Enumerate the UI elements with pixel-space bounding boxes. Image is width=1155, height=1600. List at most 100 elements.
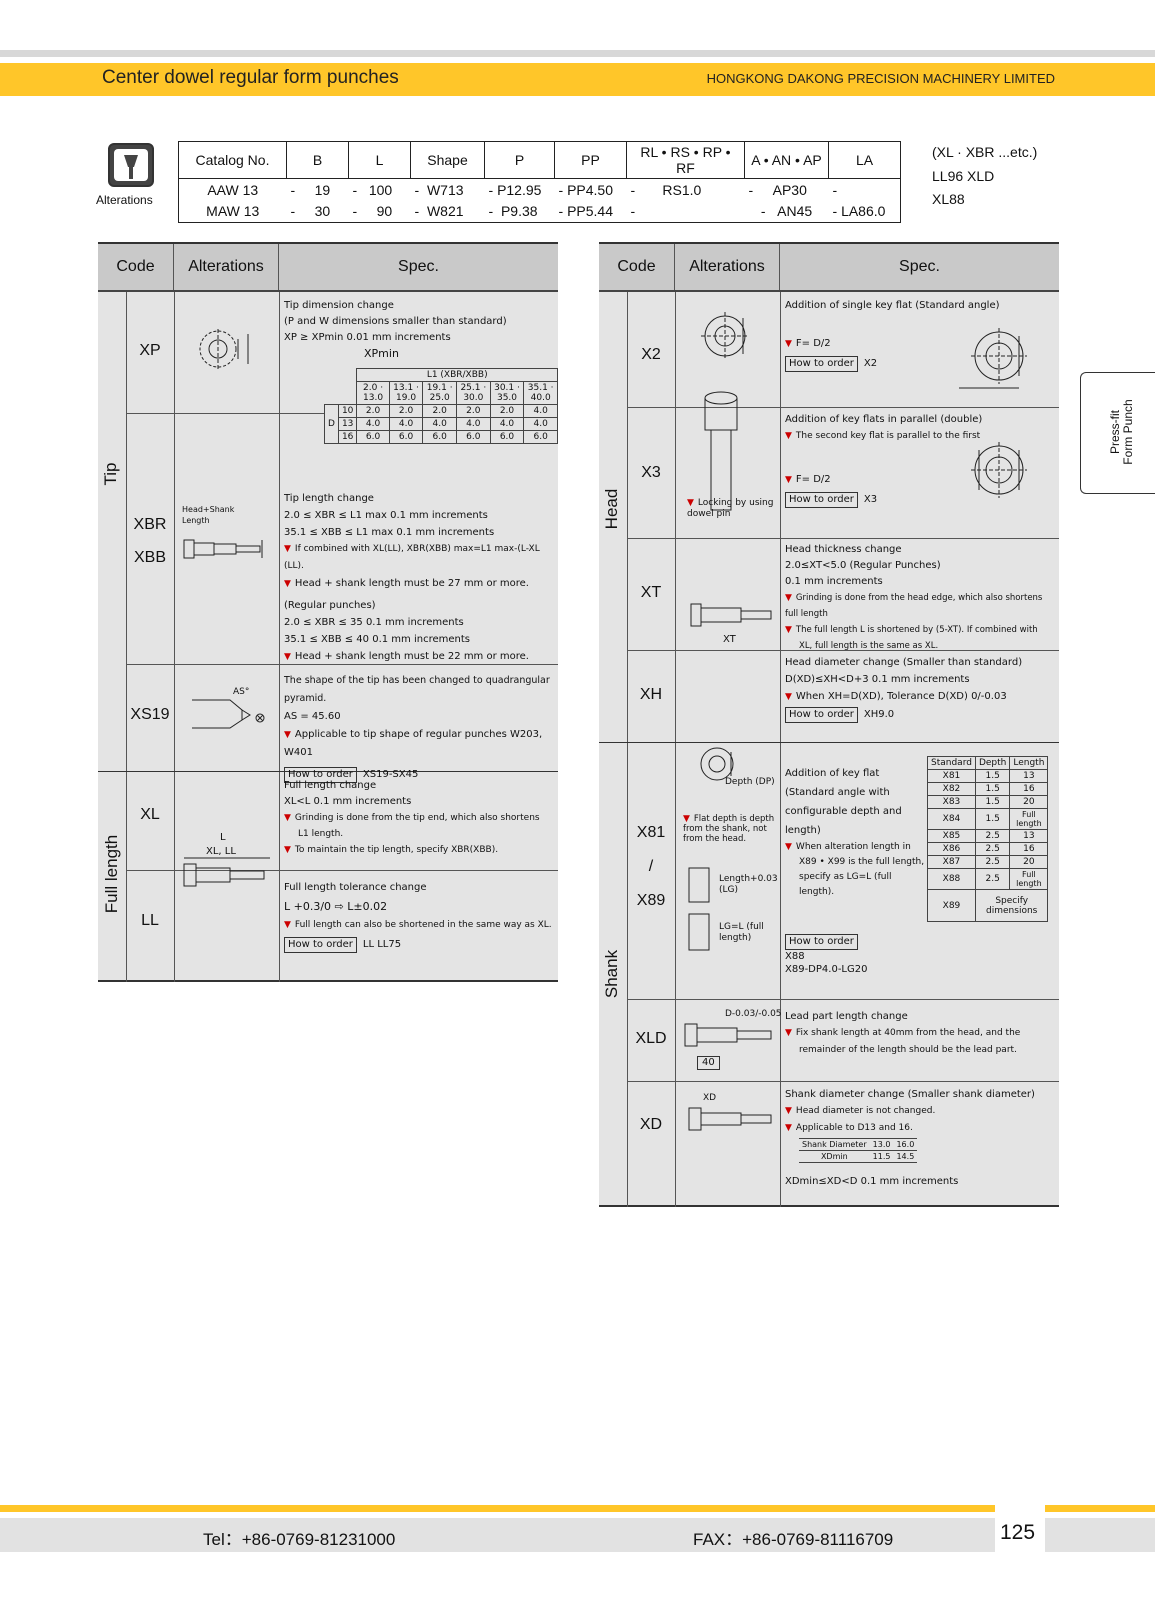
catalog-header: Shape xyxy=(410,141,485,179)
spec-line: 35.1 ≤ XBB ≤ 40 0.1 mm increments xyxy=(284,634,470,645)
catalog-header: RL • RS • RP • RF xyxy=(626,141,745,179)
catalog-cell: P12.95 xyxy=(497,181,542,198)
catalog-header: A • AN • AP xyxy=(744,141,829,179)
x2-drawing xyxy=(701,312,749,360)
left-spec-table: Code Alterations Spec. Tip Full length X… xyxy=(98,242,558,982)
footer-rule xyxy=(1045,1505,1155,1512)
catalog-cell: P9.38 xyxy=(500,203,538,220)
xd-range: XDmin≤XD<D 0.1 mm increments xyxy=(785,1176,959,1187)
xp-cell: 2.0 xyxy=(456,404,491,418)
xp-table-col: 30.1 · 35.0 xyxy=(489,381,525,405)
x81-cell: Full length xyxy=(1009,868,1049,890)
footer-fax: FAX：+86-0769-81116709 xyxy=(693,1530,894,1549)
xd-cell: 13.0 xyxy=(869,1138,894,1151)
xp-cell: 4.0 xyxy=(489,417,525,431)
order-example: X88 xyxy=(785,951,805,962)
catalog-header: LA xyxy=(828,141,901,179)
order-example: X2 xyxy=(863,358,878,369)
divider xyxy=(98,771,558,772)
xbr-drawing xyxy=(183,539,263,559)
x81-cell: Specify dimensions xyxy=(974,889,1049,922)
xp-cell: 4.0 xyxy=(456,417,491,431)
spec-line: remainder of the length should be the le… xyxy=(799,1045,1017,1055)
spec-line: The shape of the tip has been changed to… xyxy=(284,675,550,704)
x2-spec: Addition of single key flat (Standard an… xyxy=(785,298,1057,372)
catalog-cell: PP4.50 xyxy=(567,181,613,198)
xp-cell: 2.0 xyxy=(489,404,525,418)
x81-cell: X84 xyxy=(927,808,976,830)
xp-table-col: 19.1 · 25.0 xyxy=(422,381,458,405)
code-xp: XP xyxy=(139,342,161,359)
spec-warning: To maintain the tip length, specify XBR(… xyxy=(284,842,556,858)
x89-lg-label: LG=L (full length) xyxy=(719,922,764,943)
x81-th: Standard xyxy=(927,756,976,770)
catalog-row: MAW 13 - 30 - 90 - W821 - P9.38 - PP5.44… xyxy=(178,200,901,223)
left-header-code: Code xyxy=(98,244,174,290)
spec-line: XPmin xyxy=(364,347,399,360)
xp-cell: 10 xyxy=(337,404,358,418)
xl-spec: Full length change XL<L 0.1 mm increment… xyxy=(284,778,556,858)
spec-line: Full length tolerance change xyxy=(284,882,427,893)
catalog-dash: - xyxy=(488,203,494,220)
spec-line: specify as LG=L (full length). xyxy=(799,872,892,897)
catalog-row: AAW 13 - 19 - 100 - W713 - P12.95 - PP4.… xyxy=(179,179,901,201)
spec-warning: When alteration length in xyxy=(785,840,925,855)
x81-cell: Full length xyxy=(1009,808,1049,830)
xp-cell: 16 xyxy=(337,430,358,444)
xp-spec: Tip dimension change (P and W dimensions… xyxy=(284,298,556,362)
spec-warning: Applicable to tip shape of regular punch… xyxy=(284,726,556,762)
how-to-order-label: How to order xyxy=(785,707,858,723)
how-to-order-label: How to order xyxy=(284,767,357,783)
x81-drawing xyxy=(700,747,734,781)
divider xyxy=(627,999,1059,1000)
x81-spec: Addition of key flat (Standard angle wit… xyxy=(785,764,925,976)
xt-spec: Head thickness change 2.0≤XT<5.0 (Regula… xyxy=(785,542,1057,654)
alterations-icon-label: Alterations xyxy=(96,193,153,207)
xp-table-d: D xyxy=(324,404,339,444)
divider xyxy=(780,292,781,1207)
divider xyxy=(627,1081,1059,1082)
xp-cell: 6.0 xyxy=(422,430,458,444)
catalog-header: P xyxy=(484,141,555,179)
divider xyxy=(599,742,1059,743)
xbr-drawing-label: Head+Shank Length xyxy=(182,505,235,525)
xl-drawing-xl: XL, LL xyxy=(206,846,236,857)
spec-warning: Head + shank length must be 27 mm or mor… xyxy=(284,575,556,593)
xs19-drawing xyxy=(192,699,265,729)
xt-drawing-label: XT xyxy=(723,634,736,645)
catalog-dash: - xyxy=(558,181,564,198)
catalog-header: L xyxy=(348,141,411,179)
how-to-order-label: How to order xyxy=(284,937,357,953)
x81-cell: X85 xyxy=(927,829,976,843)
xp-cell: 2.0 xyxy=(388,404,424,418)
xp-cell: 4.0 xyxy=(422,417,458,431)
x81-cell: X82 xyxy=(927,782,976,796)
spec-line: Head diameter change (Smaller than stand… xyxy=(785,657,1023,668)
spec-warning: Applicable to D13 and 16. xyxy=(785,1120,1057,1137)
catalog-dash: - xyxy=(352,203,358,220)
spec-line: D(XD)≤XH<D+3 0.1 mm increments xyxy=(785,674,970,685)
catalog-dash: - xyxy=(630,203,636,220)
x89-drawing xyxy=(688,867,710,951)
catalog-cell: LA86.0 xyxy=(841,203,886,220)
x81-cell: 13 xyxy=(1009,769,1049,783)
catalog-dash: - xyxy=(558,203,564,220)
xh-spec: Head diameter change (Smaller than stand… xyxy=(785,654,1057,723)
xp-table-col: 13.1 · 19.0 xyxy=(388,381,424,405)
how-to-order-label: How to order xyxy=(785,934,858,950)
spec-line: Lead part length change xyxy=(785,1011,908,1022)
how-to-order-label: How to order xyxy=(785,492,858,508)
x81-cell: 20 xyxy=(1009,795,1049,809)
x81-cell: 16 xyxy=(1009,782,1049,796)
x81-depth-label: Depth (DP) xyxy=(725,777,775,787)
xd-cell: 11.5 xyxy=(869,1150,894,1163)
code-ll: LL xyxy=(141,912,159,929)
spec-line: 2.0 ≤ XBR ≤ L1 max 0.1 mm increments xyxy=(284,510,488,521)
code-x81: X81 xyxy=(636,824,666,841)
x81-cell: 20 xyxy=(1009,855,1049,869)
spec-line: 35.1 ≤ XBB ≤ L1 max 0.1 mm increments xyxy=(284,527,495,538)
xl-drawing-l: L xyxy=(220,832,226,843)
xs19-spec: The shape of the tip has been changed to… xyxy=(284,672,556,784)
